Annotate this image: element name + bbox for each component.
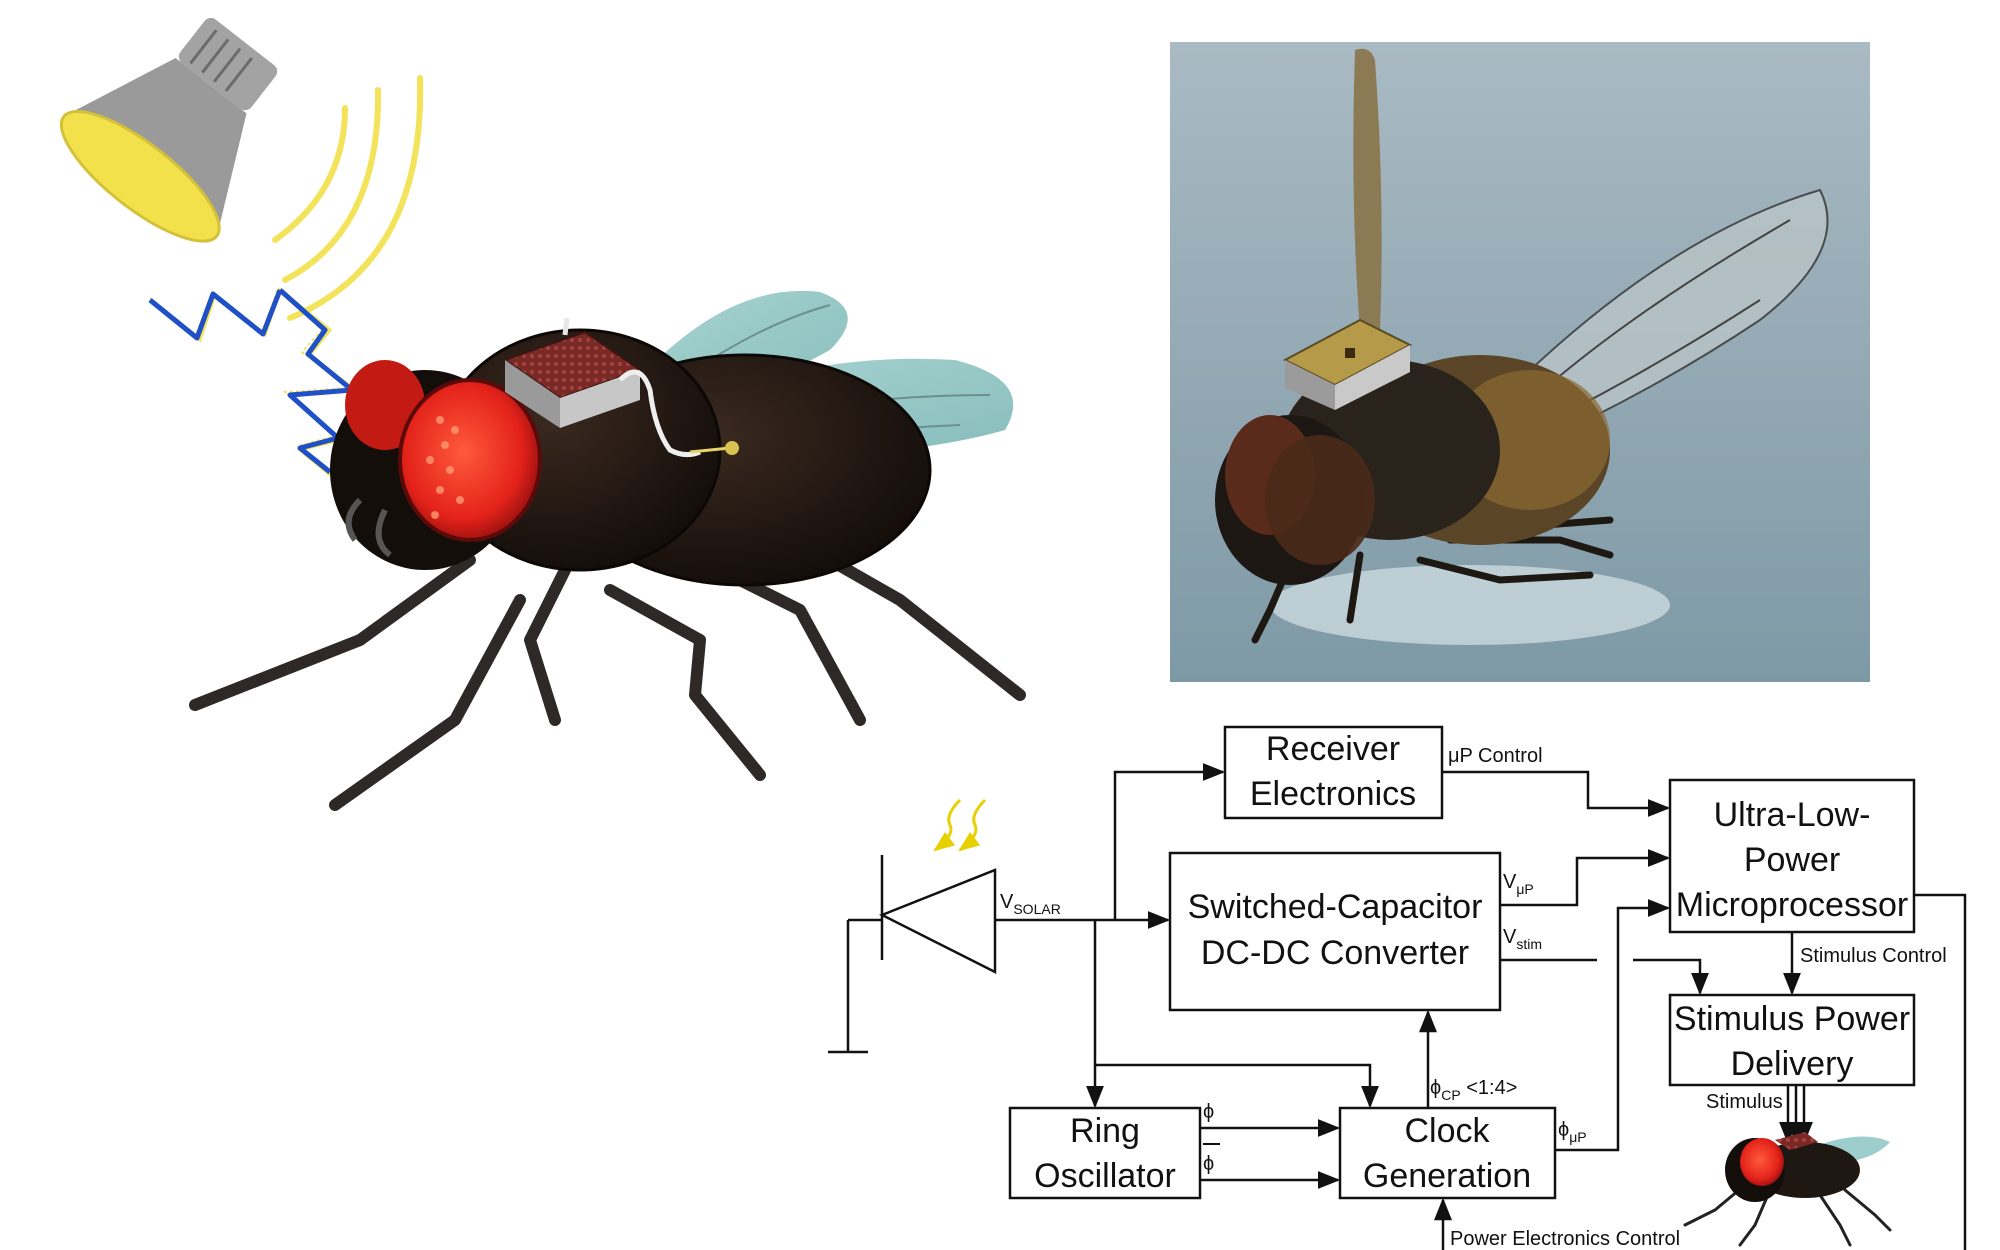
incident-light-arrows-icon <box>933 798 987 852</box>
stimulus-power-label-line1: Stimulus Power <box>1674 1000 1910 1038</box>
signal-labels: VSOLAR μP Control VμP Vstim Stimulus Con… <box>1000 745 1947 1250</box>
block-diagram <box>828 725 1967 1250</box>
power-electronics-control-label: Power Electronics Control <box>1450 1228 1680 1250</box>
receiver-label-line2: Electronics <box>1250 775 1416 813</box>
fly-illustration <box>189 290 1026 811</box>
microprocessor-label-line1: Ultra-Low- <box>1714 796 1871 834</box>
converter-label-line1: Switched-Capacitor <box>1188 888 1483 926</box>
microprocessor-label-line2: Power <box>1744 841 1840 879</box>
phi-bar-label: ϕ <box>1203 1153 1214 1175</box>
phi-cp-label: ϕCP <1:4> <box>1430 1077 1517 1103</box>
v-solar-label: VSOLAR <box>1000 891 1061 917</box>
light-pulse-signal-icon <box>148 286 359 477</box>
receiver-label-line1: Receiver <box>1266 730 1400 768</box>
stimulus-control-label: Stimulus Control <box>1800 945 1947 967</box>
phi-up-label: ϕμP <box>1558 1119 1587 1145</box>
up-control-label: μP Control <box>1448 745 1543 767</box>
block-labels: Receiver Electronics Switched-Capacitor … <box>1034 730 1910 1195</box>
clock-generation-label-line2: Generation <box>1363 1157 1531 1195</box>
ring-oscillator-label-line1: Ring <box>1070 1112 1140 1150</box>
fly-icon <box>1683 1132 1892 1247</box>
stimulus-label: Stimulus <box>1706 1091 1783 1113</box>
converter-label-line2: DC-DC Converter <box>1201 934 1469 972</box>
light-waves-icon <box>272 75 424 321</box>
clock-generation-label-line1: Clock <box>1404 1112 1490 1150</box>
solar-cell-diode-icon <box>828 855 997 1054</box>
phi-label: ϕ <box>1203 1101 1214 1123</box>
v-up-label: VμP <box>1503 871 1534 897</box>
dc-dc-converter-box <box>1168 851 1502 1012</box>
flashlight-icon <box>59 17 278 243</box>
fly-photograph <box>1170 42 1870 682</box>
stimulus-power-label-line2: Delivery <box>1731 1045 1854 1083</box>
ring-oscillator-label-line2: Oscillator <box>1034 1157 1176 1195</box>
v-stim-label: Vstim <box>1503 926 1542 952</box>
ring-oscillator-box <box>1008 1106 1202 1200</box>
microprocessor-label-line3: Microprocessor <box>1676 886 1908 924</box>
solar-chip-backpack-icon <box>502 317 643 428</box>
